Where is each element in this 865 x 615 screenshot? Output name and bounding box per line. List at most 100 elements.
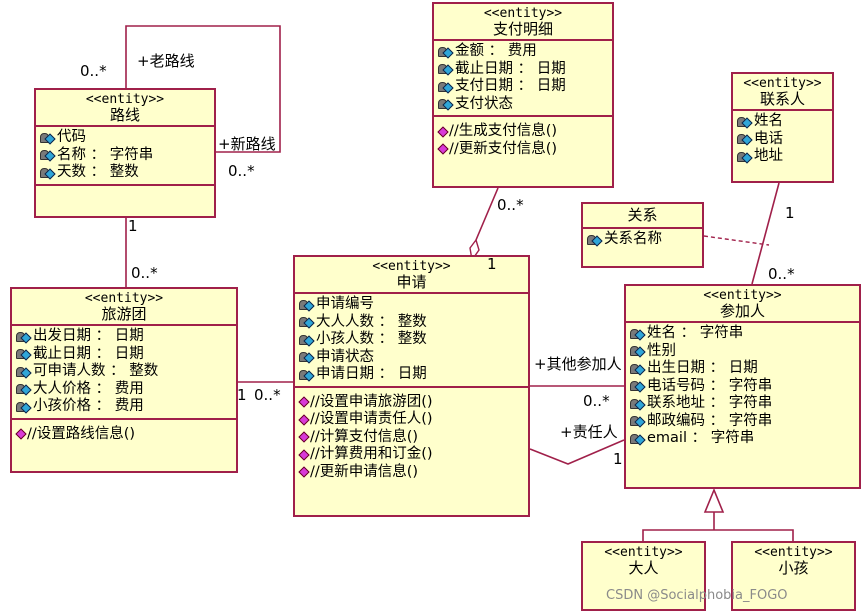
private-attribute-icon xyxy=(298,368,316,382)
role-other-participants: +其他参加人 xyxy=(534,355,622,373)
class-tour-group[interactable]: <<entity>> 旅游团 出发日期 ： 日期 截止日期 ： 日期 可申请人数… xyxy=(10,287,238,473)
class-name: 小孩 xyxy=(778,559,809,577)
private-attribute-icon xyxy=(39,131,57,145)
class-adult[interactable]: <<entity>> 大人 xyxy=(581,541,706,611)
private-attribute-icon xyxy=(629,397,647,411)
attribute: 申请日期 ： 日期 xyxy=(298,366,528,384)
class-application[interactable]: <<entity>> 申请 申请编号 大人人数 ： 整数 小孩人数 ： 整数 申… xyxy=(293,255,530,517)
public-operation-icon xyxy=(298,395,310,409)
multiplicity-contact-one: 1 xyxy=(785,204,795,222)
attribute: 申请状态 xyxy=(298,349,528,367)
operation: //计算支付信息() xyxy=(298,429,528,447)
private-attribute-icon xyxy=(298,333,316,347)
attribute: 截止日期 ： 日期 xyxy=(15,346,236,364)
private-attribute-icon xyxy=(298,350,316,364)
responsible-association xyxy=(529,439,625,465)
attribute: 支付状态 xyxy=(437,96,612,114)
attribute: 支付日期 ： 日期 xyxy=(437,78,612,96)
class-header: <<entity>> 支付明细 xyxy=(434,4,612,41)
operation: //更新支付信息() xyxy=(437,141,612,159)
attribute: 地址 xyxy=(736,148,832,166)
contact-participant-association xyxy=(751,182,780,285)
class-name: 路线 xyxy=(109,106,140,124)
attribute: 申请编号 xyxy=(298,296,528,314)
class-name: 旅游团 xyxy=(101,305,147,323)
attribute: 名称 ： 字符串 xyxy=(39,147,214,165)
class-header: <<entity>> 旅游团 xyxy=(12,289,236,326)
private-attribute-icon xyxy=(39,166,57,180)
class-name: 申请 xyxy=(396,273,427,291)
public-operation-icon xyxy=(298,413,310,427)
class-header: <<entity>> 联系人 xyxy=(733,74,832,111)
relation-association-class-link xyxy=(703,235,770,246)
attribute: 出生日期 ： 日期 xyxy=(629,360,859,378)
attribute: 代码 xyxy=(39,129,214,147)
private-attribute-icon xyxy=(629,327,647,341)
private-attribute-icon xyxy=(437,97,455,111)
private-attribute-icon xyxy=(437,62,455,76)
public-operation-icon xyxy=(15,427,27,441)
operation: //更新申请信息() xyxy=(298,464,528,482)
multiplicity-app-many: 0..* xyxy=(254,386,281,404)
private-attribute-icon xyxy=(629,344,647,358)
class-header: <<entity>> 申请 xyxy=(295,257,528,294)
attribute-compartment: 金额 ： 费用 截止日期 ： 日期 支付日期 ： 日期 支付状态 xyxy=(434,41,612,117)
class-name: 参加人 xyxy=(719,302,765,320)
stereotype: <<entity>> xyxy=(754,545,833,560)
multiplicity-old-route: 0..* xyxy=(80,62,107,80)
attribute: 性别 xyxy=(629,343,859,361)
stereotype: <<entity>> xyxy=(85,92,165,107)
attribute: 天数 ： 整数 xyxy=(39,164,214,182)
class-name: 关系 xyxy=(627,206,658,224)
attribute: 电话号码 ： 字符串 xyxy=(629,378,859,396)
attribute-compartment: 申请编号 大人人数 ： 整数 小孩人数 ： 整数 申请状态 申请日期 ： 日期 xyxy=(295,294,528,388)
class-relation[interactable]: 关系 关系名称 xyxy=(581,202,704,268)
multiplicity-new-route: 0..* xyxy=(228,162,255,180)
attribute: 大人人数 ： 整数 xyxy=(298,314,528,332)
private-attribute-icon xyxy=(15,382,33,396)
attribute-compartment: 姓名 电话 地址 xyxy=(733,111,832,168)
payment-application-aggregation xyxy=(475,187,499,241)
class-child[interactable]: <<entity>> 小孩 xyxy=(731,541,856,611)
private-attribute-icon xyxy=(629,362,647,376)
class-header: <<entity>> 大人 xyxy=(583,543,704,578)
private-attribute-icon xyxy=(586,233,604,247)
watermark: CSDN @Socialphobia_FOGO xyxy=(606,588,788,603)
role-old-route: +老路线 xyxy=(137,52,195,70)
private-attribute-icon xyxy=(437,80,455,94)
operation-compartment: //生成支付信息() //更新支付信息() xyxy=(434,117,612,160)
attribute: 电话 xyxy=(736,131,832,149)
private-attribute-icon xyxy=(629,379,647,393)
operation: //设置路线信息() xyxy=(15,426,236,444)
class-participant[interactable]: <<entity>> 参加人 姓名 ： 字符串 性别 出生日期 ： 日期 电话号… xyxy=(624,284,861,489)
operation-compartment: //设置路线信息() xyxy=(12,420,236,446)
public-operation-icon xyxy=(298,465,310,479)
attribute: email ： 字符串 xyxy=(629,430,859,448)
attribute-compartment: 姓名 ： 字符串 性别 出生日期 ： 日期 电话号码 ： 字符串 联系地址 ： … xyxy=(626,323,859,450)
class-payment-detail[interactable]: <<entity>> 支付明细 金额 ： 费用 截止日期 ： 日期 支付日期 ：… xyxy=(432,2,614,188)
private-attribute-icon xyxy=(39,148,57,162)
private-attribute-icon xyxy=(736,150,754,164)
private-attribute-icon xyxy=(736,115,754,129)
public-operation-icon xyxy=(437,142,449,156)
private-attribute-icon xyxy=(629,432,647,446)
attribute: 出发日期 ： 日期 xyxy=(15,328,236,346)
class-route[interactable]: <<entity>> 路线 代码 名称 ： 字符串 天数 ： 整数 xyxy=(34,88,216,218)
stereotype: <<entity>> xyxy=(372,259,451,274)
attribute: 可申请人数 ： 整数 xyxy=(15,363,236,381)
private-attribute-icon xyxy=(15,330,33,344)
attribute: 大人价格 ： 费用 xyxy=(15,381,236,399)
class-header: <<entity>> 路线 xyxy=(36,90,214,127)
class-header: <<entity>> 小孩 xyxy=(733,543,854,578)
class-contact[interactable]: <<entity>> 联系人 姓名 电话 地址 xyxy=(731,72,834,183)
stereotype: <<entity>> xyxy=(84,291,164,306)
generalization-arrow xyxy=(703,487,725,513)
attribute-compartment: 关系名称 xyxy=(583,229,702,251)
private-attribute-icon xyxy=(629,414,647,428)
public-operation-icon xyxy=(298,448,310,462)
operation: //设置申请责任人() xyxy=(298,411,528,429)
attribute-compartment: 代码 名称 ： 字符串 天数 ： 整数 xyxy=(36,127,214,186)
multiplicity-route-one: 1 xyxy=(128,217,138,235)
multiplicity-app-one: 1 xyxy=(487,255,497,273)
